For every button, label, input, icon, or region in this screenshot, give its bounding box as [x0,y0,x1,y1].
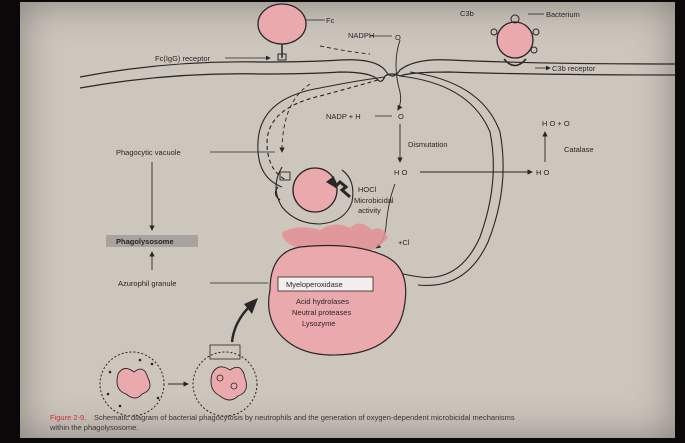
dismutation-label: Dismutation [408,140,448,149]
caption-line-2: within the phagolysosome. [49,423,138,432]
fc-receptor-label: Fc(IgG) receptor [155,54,211,63]
acid-hydrolases-label: Acid hydrolases [296,297,349,306]
hocl-label: HOCl [358,185,377,194]
c3b-label: C3b [460,9,474,18]
textbook-page: Fc C3b Bacterium NADPH O Fc(IgG) recepto… [20,2,675,438]
nadph-label: NADPH [348,31,374,40]
membrane-loop-inner [266,79,379,181]
lysozyme-label: Lysozyme [302,319,335,328]
neutrophil-after [192,344,258,417]
phagolysosome-fusion-zone [282,223,388,253]
membrane-right-loop [379,75,494,279]
bacterium-label: Bacterium [546,10,580,19]
nadp-label: NADP + H [326,112,361,121]
azurophil-granule [268,244,407,356]
figure-number: Figure 2-9. [50,413,86,422]
membrane-right-loop-outer [409,71,504,287]
o2-top-label: O [395,33,401,42]
myeloperoxidase-label: Myeloperoxidase [286,280,343,289]
membrane-loop [257,76,386,188]
cell-membrane-outer [79,59,675,78]
h2o-o2-label: H O + O [542,119,570,128]
fc-bacterium [257,3,325,61]
c3b-receptor-label: C3b receptor [552,64,596,73]
catalase-label: Catalase [564,145,594,154]
phagocytosis-diagram: Fc C3b Bacterium NADPH O Fc(IgG) recepto… [49,3,675,432]
zoom-arrow [230,305,251,343]
activity-label: activity [358,206,381,215]
h2o2-right-label: H O [536,168,550,177]
c3b-bacterium [490,13,551,71]
neutrophil-before [99,351,165,417]
superoxide-label: O [398,112,404,121]
o2-reduction-curve [395,39,403,111]
cell-membrane-inner [79,71,675,89]
microbicidal-label: Microbicidal [354,196,394,205]
phagolysosome-label: Phagolysosome [116,237,174,246]
h2o2-mid-label: H O [394,168,408,177]
neutral-proteases-label: Neutral proteases [292,308,351,317]
cl-label: +Cl [398,238,410,247]
phagolysosome-box [106,235,198,247]
phagocytic-vacuole [274,166,354,225]
azurophil-granule-label: Azurophil granule [118,279,176,288]
fc-label: Fc [326,16,335,25]
caption-line-1: Schematic diagram of bacterial phagocyto… [94,413,515,422]
phagocytic-vacuole-label: Phagocytic vacuole [116,148,181,157]
